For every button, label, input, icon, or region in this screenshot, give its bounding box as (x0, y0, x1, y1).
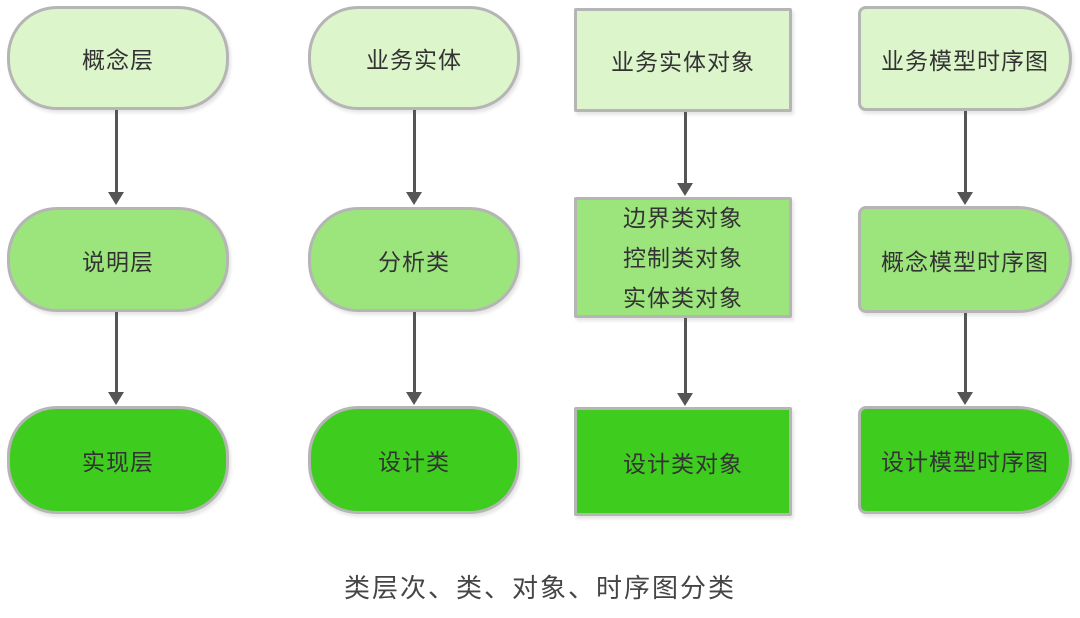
arrow-business-entity-object-to-object-types (677, 112, 693, 196)
arrow-analysis-class-to-design-class (406, 312, 422, 405)
node-label: 实现层 (82, 449, 154, 475)
node-label: 业务模型时序图 (881, 47, 1049, 74)
arrow-head-icon (406, 392, 422, 405)
arrow-head-icon (108, 392, 124, 405)
arrow-line (114, 110, 118, 195)
node-label: 设计类 (378, 449, 450, 475)
arrow-line (412, 312, 416, 395)
node-label: 说明层 (82, 248, 154, 275)
arrow-description-to-implementation (108, 312, 124, 405)
node-label: 业务实体对象 (611, 49, 755, 75)
node-description-layer: 说明层 (7, 207, 229, 312)
node-label: 分析类 (378, 248, 450, 275)
arrow-line (683, 318, 687, 396)
arrow-concept-model-to-design-model (957, 313, 973, 405)
node-business-model-sequence-diagram: 业务模型时序图 (858, 6, 1072, 111)
node-line-entity-class-object: 实体类对象 (623, 284, 743, 311)
node-line-control-class-object: 控制类对象 (623, 244, 743, 271)
diagram-caption: 类层次、类、对象、时序图分类 (343, 573, 736, 603)
arrow-head-icon (957, 392, 973, 405)
node-business-entity-object: 业务实体对象 (574, 8, 792, 112)
arrow-object-types-to-design-class-object (677, 318, 693, 406)
arrow-business-entity-to-analysis-class (406, 110, 422, 205)
node-design-model-sequence-diagram: 设计模型时序图 (858, 406, 1072, 514)
node-design-class: 设计类 (308, 406, 520, 514)
node-concept-model-sequence-diagram: 概念模型时序图 (858, 206, 1072, 313)
node-label: 设计模型时序图 (881, 449, 1049, 475)
arrow-head-icon (677, 183, 693, 196)
arrow-head-icon (406, 192, 422, 205)
node-label: 概念模型时序图 (881, 248, 1049, 275)
arrow-head-icon (957, 192, 973, 205)
arrow-line (114, 312, 118, 395)
node-label: 概念层 (82, 47, 154, 73)
arrow-line (963, 111, 967, 195)
node-analysis-class: 分析类 (308, 207, 520, 312)
arrow-line (963, 313, 967, 395)
arrow-line (683, 112, 687, 186)
node-concept-layer: 概念层 (7, 6, 229, 110)
node-design-class-object: 设计类对象 (574, 407, 792, 516)
node-line-boundary-class-object: 边界类对象 (623, 204, 743, 231)
arrow-head-icon (108, 192, 124, 205)
node-implementation-layer: 实现层 (7, 406, 229, 514)
node-label: 设计类对象 (623, 450, 743, 477)
arrow-head-icon (677, 393, 693, 406)
node-label: 业务实体 (366, 47, 462, 73)
arrow-line (412, 110, 416, 195)
arrow-concept-to-description (108, 110, 124, 205)
arrow-business-model-to-concept-model (957, 111, 973, 205)
node-object-types-group: 边界类对象 控制类对象 实体类对象 (574, 197, 792, 318)
node-business-entity: 业务实体 (308, 6, 520, 110)
